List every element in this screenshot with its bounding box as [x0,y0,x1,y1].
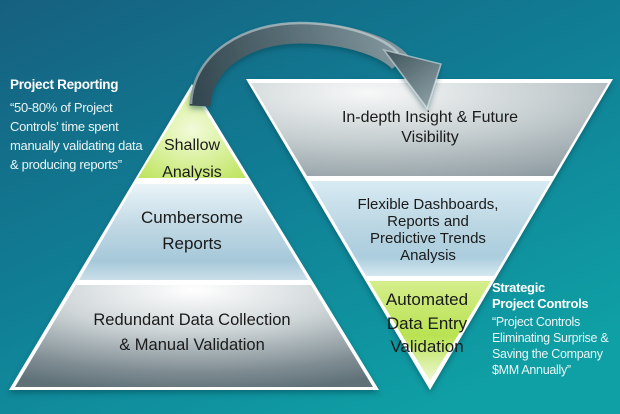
strategic-controls-annotation: Strategic Project Controls “Project Cont… [492,280,620,378]
left-level-label-redundant-data: Redundant Data Collection & Manual Valid… [93,311,291,354]
curved-arrow-shaft [189,22,408,108]
curved-arrow-head-icon [382,48,442,110]
left-pyramid-level-cumbersome-reports [79,184,308,280]
right-pyramid-level-flexible-dashboards [310,181,550,276]
left-pyramid [9,84,379,390]
right-level-label-flexible-dashboards: Flexible Dashboards, Reports and Predict… [357,196,499,264]
right-level-label-automated-validation: Automated Data Entry Validation [385,290,469,356]
curved-arrow-highlight [189,21,399,105]
left-level-label-shallow-analysis: Shallow Analysis [162,137,222,181]
right-pyramid-level-indepth-insight [251,83,608,176]
right-pyramid [246,79,613,390]
curved-arrow [189,21,442,110]
strategic-controls-title: Strategic Project Controls [492,280,589,311]
project-reporting-quote: “50-80% of Project Controls’ time spent … [10,100,143,172]
right-level-label-indepth-insight: In-depth Insight & Future Visibility [341,109,519,146]
strategic-controls-quote: “Project Controls Eliminating Surprise &… [492,315,609,377]
left-pyramid-level-shallow-analysis [138,90,246,178]
project-reporting-title: Project Reporting [10,77,119,92]
left-level-label-cumbersome-reports: Cumbersome Reports [140,208,244,253]
left-pyramid-level-redundant-data [15,285,373,387]
project-reporting-annotation: Project Reporting “50-80% of Project Con… [10,76,175,174]
right-pyramid-level-automated-validation [369,281,491,381]
